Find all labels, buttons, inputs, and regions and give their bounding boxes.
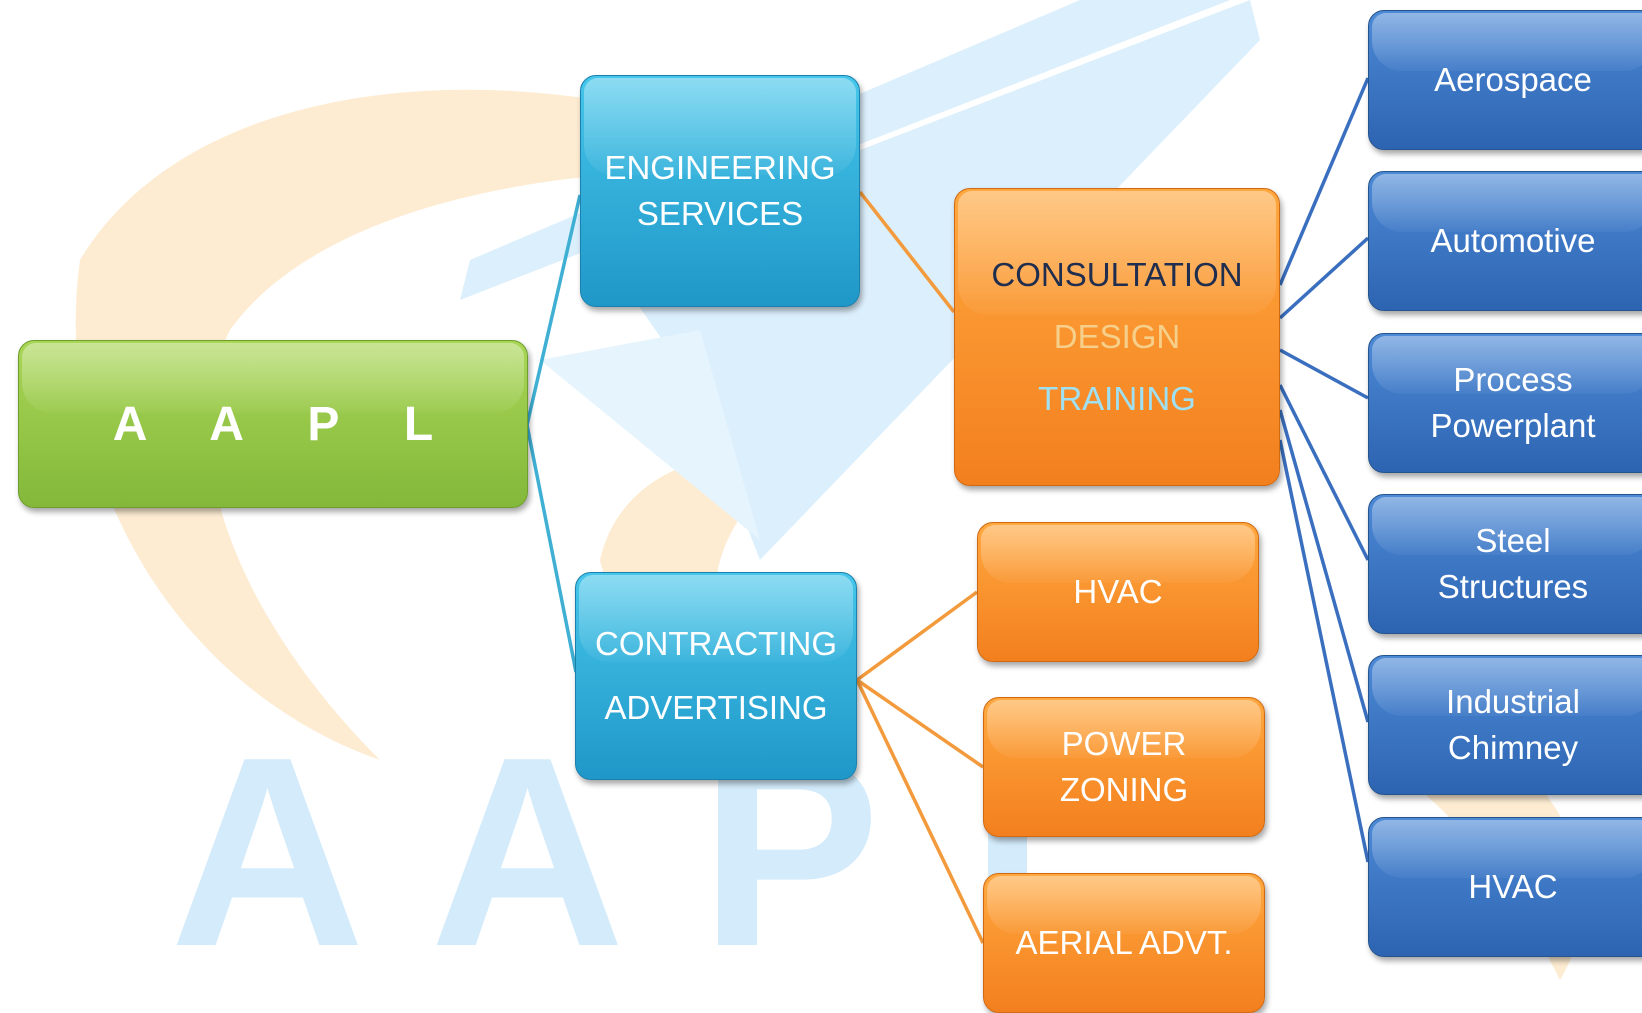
engineering-services-line1: ENGINEERING [604, 149, 836, 186]
industry-label-line2: Powerplant [1430, 407, 1596, 444]
contracting-line: CONTRACTING [595, 625, 837, 662]
consultation-label: CONSULTATION [991, 256, 1243, 293]
connector-contracting-aerial [855, 679, 985, 944]
hvac-contracting-node: HVAC [977, 522, 1259, 662]
industry-label: HVAC [1468, 868, 1558, 905]
connector-contracting-power [856, 678, 984, 769]
root-node-label: A A P L [112, 397, 460, 451]
watermark-orange-swoosh [75, 89, 860, 761]
contracting-advertising-node: CONTRACTING ADVERTISING [575, 572, 857, 780]
aerial-advt-label: AERIAL ADVT. [1015, 924, 1233, 961]
design-label: DESIGN [1053, 318, 1181, 355]
connector-engineering-consultation [858, 190, 956, 314]
advertising-line: ADVERTISING [604, 689, 828, 726]
industry-label-line2: Chimney [1447, 729, 1579, 766]
watermark-blue-plane [460, 0, 1260, 560]
connector-root-contracting [525, 424, 578, 673]
root-node-aapl: A A P L [18, 340, 528, 508]
hvac-contracting-label: HVAC [1073, 573, 1163, 610]
industry-label-line1: Industrial [1446, 683, 1580, 720]
consultation-design-training-node: CONSULTATION DESIGN TRAINING [954, 188, 1280, 486]
industry-label-line1: Process [1453, 361, 1573, 398]
power-zoning-line2: ZONING [1059, 771, 1189, 808]
industry-node-automotive: Automotive [1368, 171, 1642, 311]
aerial-advt-node: AERIAL ADVT. [983, 873, 1265, 1013]
industry-node-steel-structures: Steel Structures [1368, 494, 1642, 634]
watermark-blue-plane-tail [540, 330, 760, 540]
connector-consultation-hvac [1278, 439, 1370, 863]
industry-node-aerospace: Aerospace [1368, 10, 1642, 150]
industry-label-line1: Steel [1475, 522, 1551, 559]
engineering-services-line2: SERVICES [636, 195, 804, 232]
connector-consultation-steel [1278, 384, 1370, 561]
power-zoning-line1: POWER [1061, 725, 1187, 762]
connector-root-engineering [525, 194, 582, 426]
industry-label: Aerospace [1434, 61, 1592, 98]
connector-consultation-automotive [1278, 236, 1370, 320]
industry-node-process-powerplant: Process Powerplant [1368, 333, 1642, 473]
training-label: TRAINING [1038, 380, 1196, 417]
connector-consultation-process [1279, 348, 1369, 400]
industry-label: Automotive [1430, 222, 1596, 259]
industry-node-industrial-chimney: Industrial Chimney [1368, 655, 1642, 795]
industry-node-hvac: HVAC [1368, 817, 1642, 957]
engineering-services-node: ENGINEERING SERVICES [580, 75, 860, 307]
power-zoning-node: POWER ZONING [983, 697, 1265, 837]
industry-label-line2: Structures [1437, 568, 1589, 605]
watermark-letter: A [170, 702, 365, 1003]
connector-consultation-chimney [1278, 409, 1370, 723]
connector-consultation-aerospace [1278, 77, 1370, 286]
connector-contracting-hvac [855, 590, 979, 682]
